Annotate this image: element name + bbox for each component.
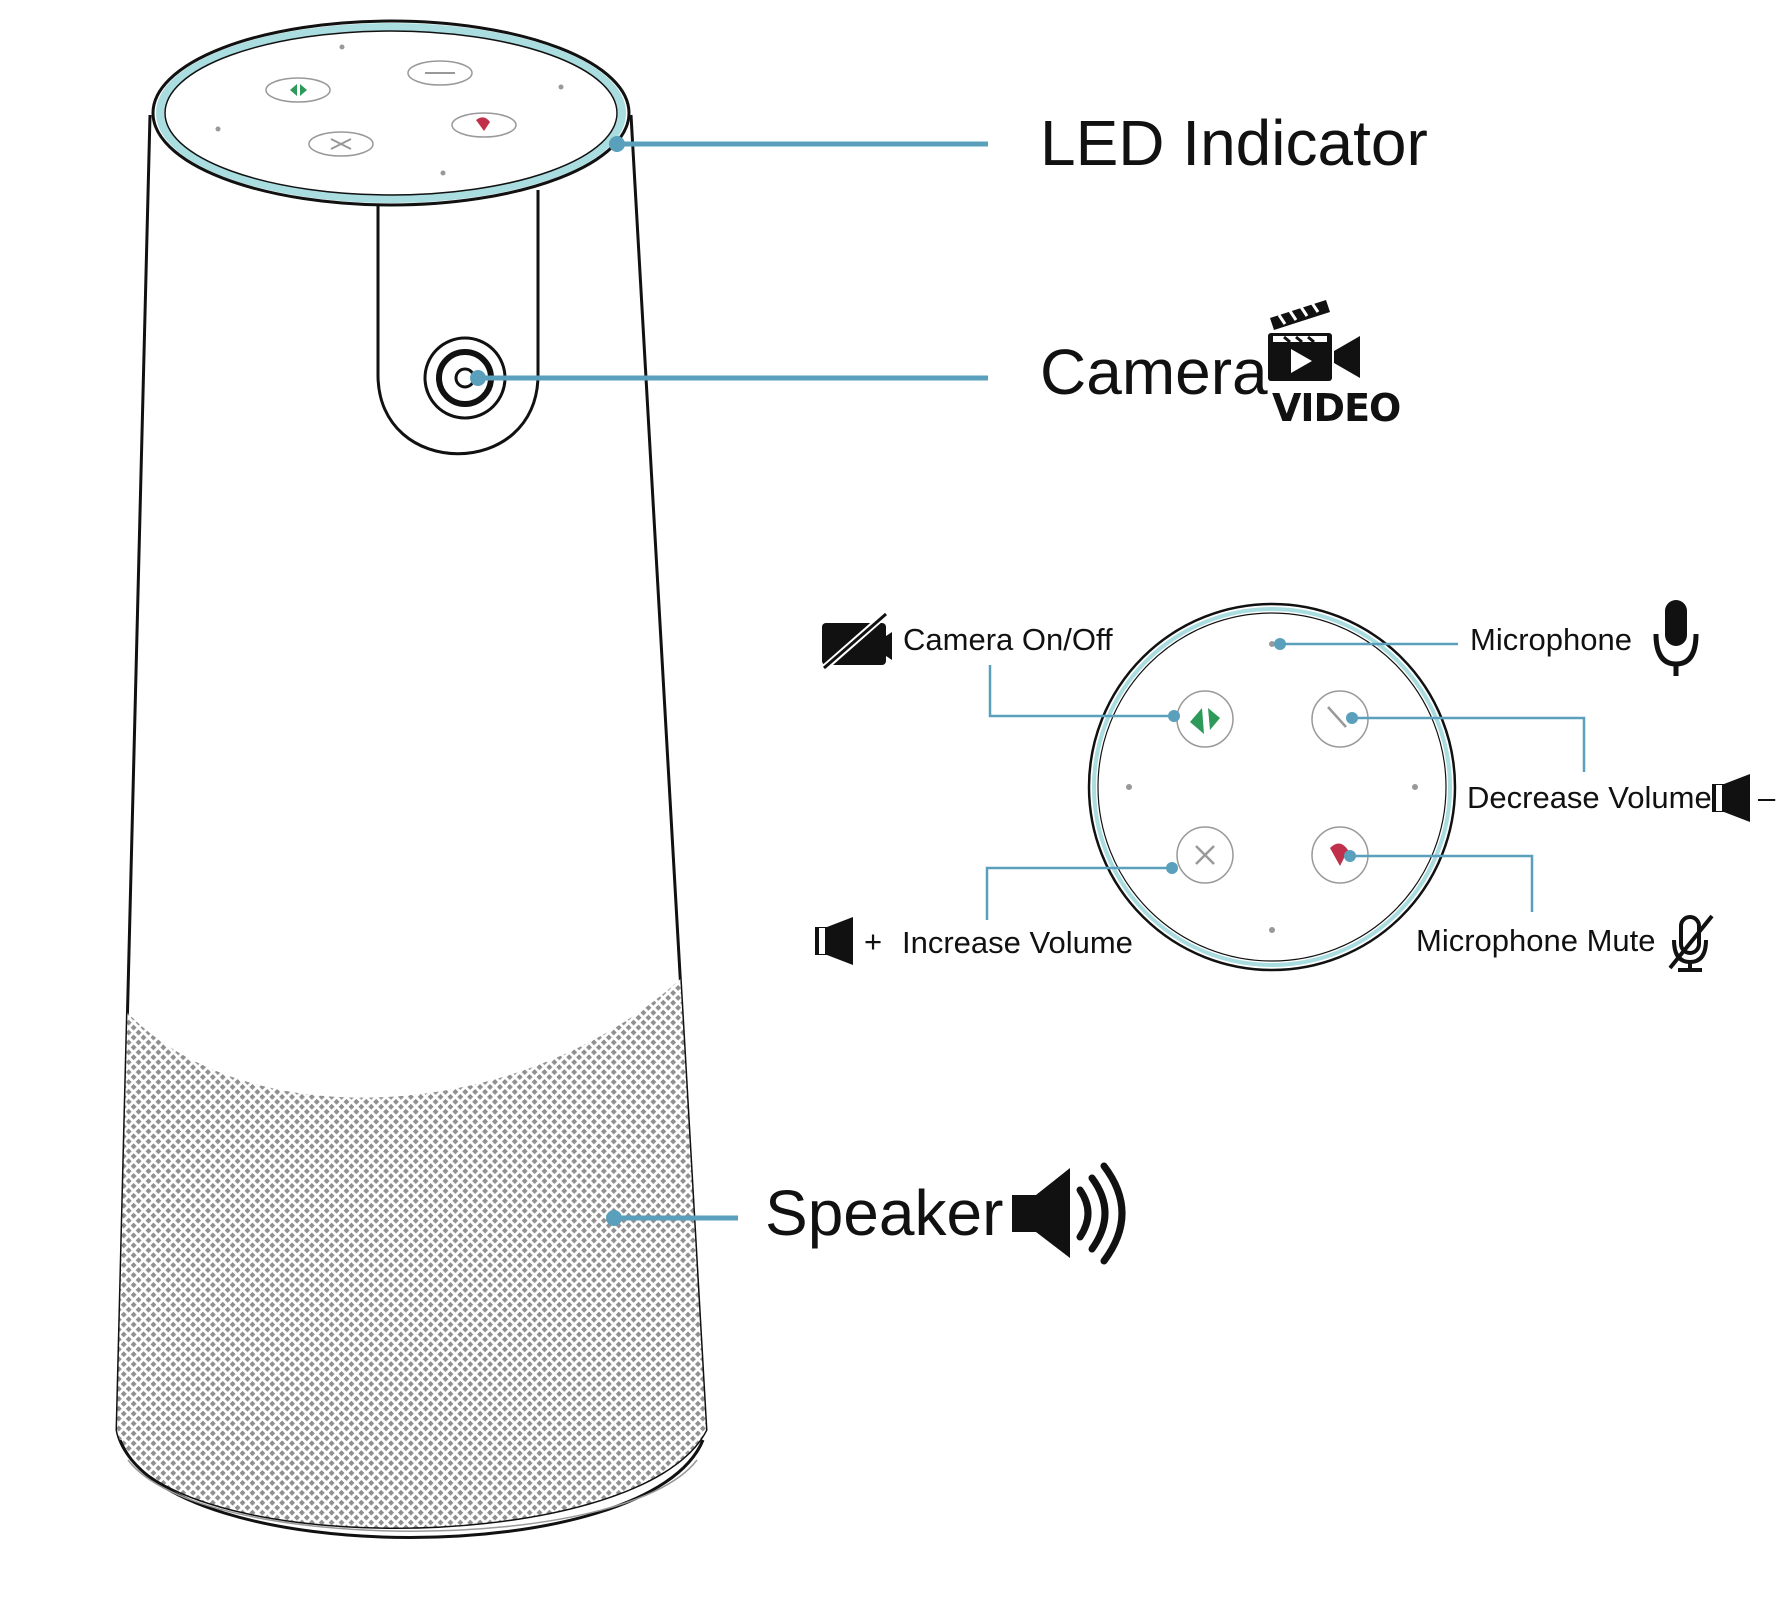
panel-camera-button[interactable] <box>1176 690 1234 748</box>
cap-decrease-volume-button[interactable] <box>407 60 473 86</box>
minus-sign: – <box>1758 780 1776 815</box>
cap-increase-volume-button[interactable] <box>308 131 374 157</box>
microphone-callout: Microphone <box>1470 600 1699 676</box>
camera-label: Camera <box>1040 336 1268 408</box>
increase-volume-callout: + Increase Volume <box>815 917 1133 965</box>
speaker-callout: Speaker <box>606 1162 1126 1265</box>
speaker-grille <box>117 970 706 1528</box>
video-clapper-icon <box>1268 300 1360 381</box>
microphone-mute-callout: Microphone Mute <box>1416 914 1714 972</box>
cap-camera-button[interactable] <box>265 77 331 103</box>
speaker-minus-icon <box>1712 774 1750 822</box>
speaker-plus-icon <box>815 917 853 965</box>
speaker-sound-icon <box>1012 1162 1126 1265</box>
led-callout: LED Indicator <box>609 107 1428 179</box>
decrease-volume-label: Decrease Volume <box>1467 780 1712 815</box>
camera-toggle-callout: Camera On/Off <box>819 609 1113 673</box>
microphone-icon <box>1653 600 1699 676</box>
panel-leaders <box>985 642 1586 920</box>
conference-device <box>115 19 708 1539</box>
increase-volume-label: Increase Volume <box>902 925 1133 960</box>
camera-toggle-label: Camera On/Off <box>903 622 1113 657</box>
top-panel-detail <box>985 602 1586 972</box>
plus-sign: + <box>864 924 882 959</box>
microphone-mute-label: Microphone Mute <box>1416 923 1656 958</box>
microphone-label: Microphone <box>1470 622 1632 657</box>
cap-mute-button[interactable] <box>451 112 517 138</box>
video-badge-text: VIDEO <box>1272 386 1400 430</box>
led-indicator-label: LED Indicator <box>1040 107 1428 179</box>
microphone-mute-icon <box>1668 914 1714 972</box>
decrease-volume-callout: Decrease Volume – <box>1467 774 1776 822</box>
camera-callout: Camera VIDEO <box>470 300 1401 430</box>
camera-off-icon <box>819 609 892 673</box>
panel-increase-volume-button[interactable] <box>1176 826 1234 884</box>
speaker-label: Speaker <box>765 1177 1003 1249</box>
